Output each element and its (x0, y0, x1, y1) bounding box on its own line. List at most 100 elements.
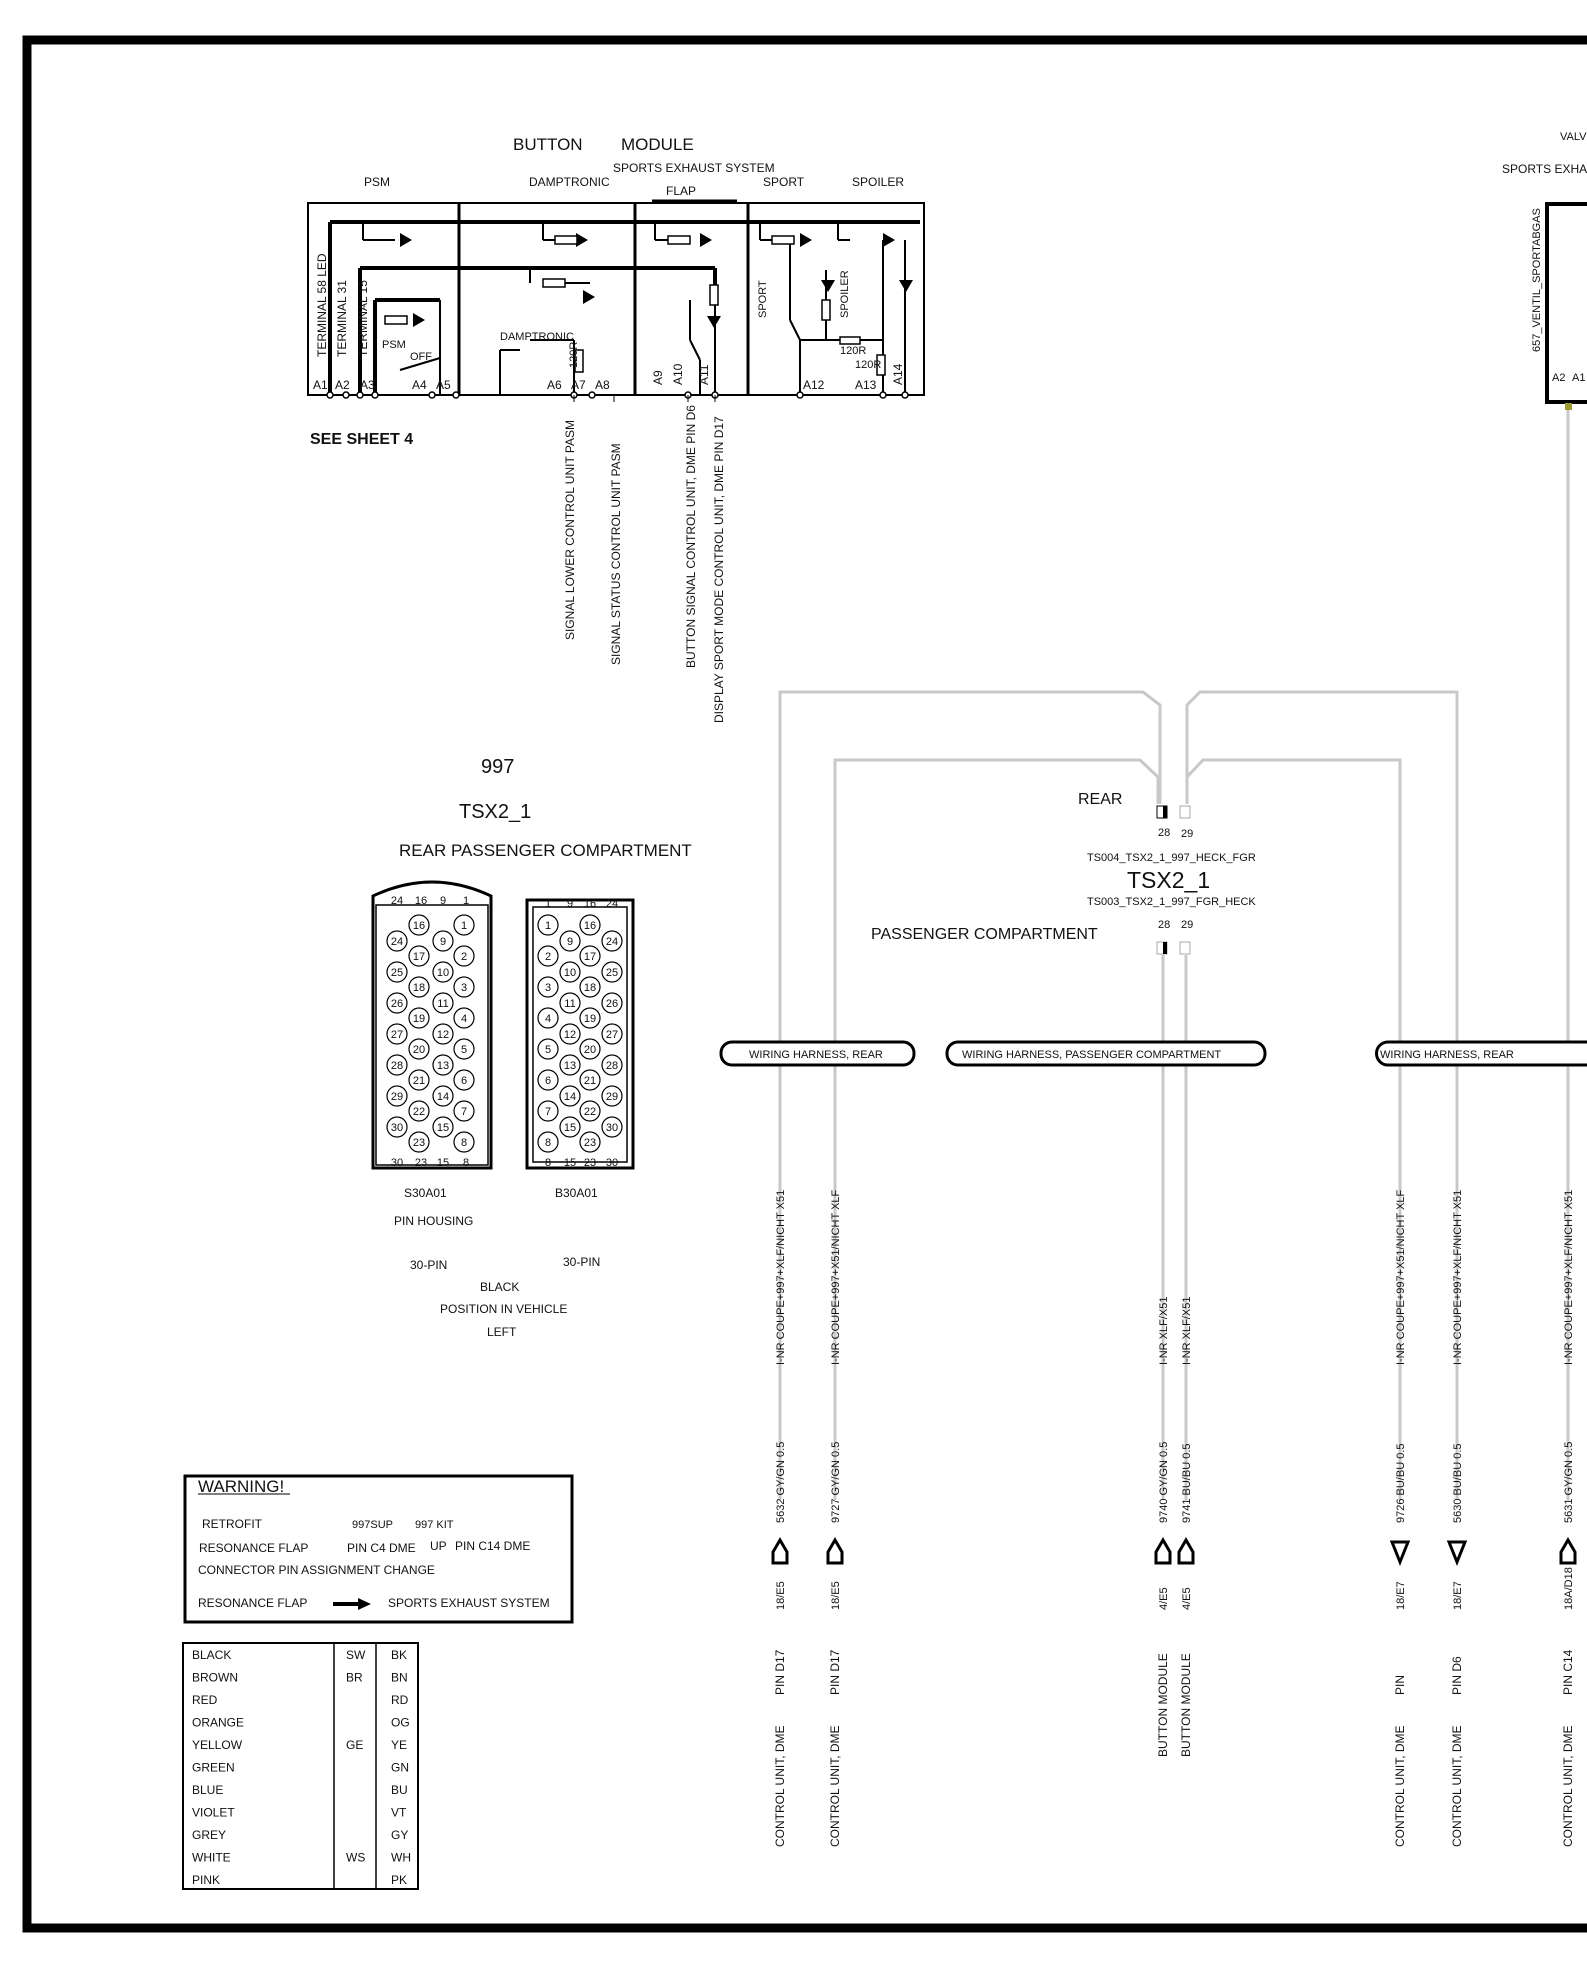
header-pin-number: 16 (415, 895, 427, 907)
button-module: BUTTON MODULE SPORTS EXHAUST SYSTEM PSM … (307, 135, 925, 723)
pin-number: 6 (461, 1075, 467, 1087)
pin-number: 3 (545, 982, 551, 994)
color-code-de: SW (346, 1648, 366, 1662)
pin-label-a4: A4 (412, 378, 427, 392)
wire-destination: CONTROL UNIT, DME (773, 1725, 787, 1847)
pin-number: 12 (437, 1029, 449, 1041)
housing-left-pins: 30-PIN (410, 1258, 447, 1272)
splice-connector: REAR 28 29 TS004_TSX2_1_997_HECK_FGR TSX… (871, 791, 1256, 955)
pin-28 (386, 1054, 408, 1076)
pin-20 (579, 1038, 601, 1060)
splice-pin-29-top: 29 (1181, 828, 1193, 840)
section-psm: PSM (364, 175, 390, 189)
pin-terminal-dot (371, 391, 379, 399)
pin-6 (453, 1069, 475, 1091)
valve-rot-label: 657_VENTIL_SPORTABGAS (1531, 208, 1543, 352)
pin-number: 21 (413, 1075, 425, 1087)
pin-10 (559, 961, 581, 983)
pin-number: 19 (413, 1013, 425, 1025)
wire-condition: I-NR COUPE+997+X51/NICHT XLF (830, 1189, 842, 1365)
color-name: GREEN (192, 1761, 235, 1775)
splice-name: TSX2_1 (1127, 867, 1210, 893)
pin-number: 14 (437, 1091, 449, 1103)
wire-pin: PIN D17 (773, 1649, 787, 1695)
housing-color: BLACK (480, 1280, 519, 1294)
pin-number: 15 (437, 1122, 449, 1134)
splice-pin-28-top: 28 (1158, 827, 1170, 839)
color-name: BROWN (192, 1671, 238, 1685)
module-subtitle: SPORTS EXHAUST SYSTEM (613, 161, 775, 175)
signal-label-1: SIGNAL LOWER CONTROL UNIT PASM (563, 420, 577, 640)
wire-ref: 4/E5 (1181, 1587, 1193, 1610)
pin-terminal-dot (901, 391, 909, 399)
wire-destination: BUTTON MODULE (1156, 1653, 1170, 1757)
pin-22 (579, 1100, 601, 1122)
wire-spec: 9727 GY/GN 0.5 (830, 1442, 842, 1523)
pin-number: 10 (437, 967, 449, 979)
wire-terminal (1154, 1537, 1172, 1565)
label-terminal-58: TERMINAL 58 LED (315, 253, 329, 357)
pin-number: 27 (391, 1029, 403, 1041)
pin-27 (601, 1023, 623, 1045)
pin-terminal-dot (452, 391, 460, 399)
pin-number: 10 (564, 967, 576, 979)
color-code-en: GN (391, 1761, 409, 1775)
color-code-en: BK (391, 1648, 407, 1662)
valve-component: VALV SPORTS EXHAU 657_VENTIL_SPORTABGAS … (1502, 131, 1587, 410)
header-pin-number: 9 (567, 898, 573, 910)
pin-number: 16 (413, 920, 425, 932)
splice-rear-label: REAR (1078, 791, 1122, 808)
pin-terminal-dot (796, 391, 804, 399)
pin-label-a7: A7 (571, 378, 586, 392)
color-name: VIOLET (192, 1806, 235, 1820)
pin-number: 8 (545, 1137, 551, 1149)
wire-spec: 5631 GY/GN 0.5 (1563, 1442, 1575, 1523)
wire-condition: I-NR COUPE+997+XLF/NICHT X51 (1452, 1190, 1464, 1365)
wire-condition: I-NR XLF/X51 (1158, 1297, 1170, 1365)
splice-code-top: TS004_TSX2_1_997_HECK_FGR (1087, 852, 1256, 864)
pin-label-a8: A8 (595, 378, 610, 392)
section-damptronic: DAMPTRONIC (529, 175, 610, 189)
pin-15 (559, 1116, 581, 1138)
footer-pin-number: 8 (463, 1157, 469, 1169)
wire-ref: 18/E7 (1452, 1581, 1464, 1610)
wire-spec: 9740 GY/GN 0.5 (1158, 1442, 1170, 1523)
pin-9 (559, 930, 581, 952)
connector-location: REAR PASSENGER COMPARTMENT (399, 841, 692, 860)
warning-change: CONNECTOR PIN ASSIGNMENT CHANGE (198, 1563, 435, 1577)
wire-ref: 18/E5 (830, 1581, 842, 1610)
harness-labels: WIRING HARNESS, REAR WIRING HARNESS, PAS… (719, 1040, 1587, 1067)
color-code-de: BR (346, 1671, 363, 1685)
pin-number: 4 (461, 1013, 467, 1025)
pin-terminal-dot (326, 391, 334, 399)
wire-terminal (1177, 1537, 1195, 1565)
wire-terminal (826, 1537, 844, 1565)
pin-label-a13: A13 (855, 378, 877, 392)
header-pin-number: 1 (463, 895, 469, 907)
pin-number: 15 (564, 1122, 576, 1134)
module-housing (307, 202, 925, 396)
section-spoiler: SPOILER (852, 175, 904, 189)
signal-label-3: BUTTON SIGNAL CONTROL UNIT, DME PIN D6 (684, 405, 698, 668)
header-pin-number: 16 (584, 898, 596, 910)
pin-5 (453, 1038, 475, 1060)
harness-label-2: WIRING HARNESS, PASSENGER COMPARTMENT (962, 1049, 1221, 1061)
wire-condition: I-NR COUPE+997+XLF/NICHT X51 (1563, 1190, 1575, 1365)
pin-1 (537, 914, 559, 936)
pin-number: 23 (584, 1137, 596, 1149)
splice-code-bottom: TS003_TSX2_1_997_FGR_HECK (1087, 896, 1256, 908)
pin-number: 11 (437, 998, 448, 1010)
pin-number: 7 (461, 1106, 467, 1118)
color-code-en: WH (391, 1851, 411, 1865)
label-terminal-31: TERMINAL 31 (335, 280, 349, 357)
footer-pin-number: 15 (564, 1157, 576, 1169)
pin-label-a2: A2 (335, 378, 350, 392)
pin-7 (453, 1100, 475, 1122)
color-code-en: BN (391, 1671, 408, 1685)
module-title-2: MODULE (621, 135, 694, 154)
wire-ref: 18/E7 (1395, 1581, 1407, 1610)
pin-number: 3 (461, 982, 467, 994)
pin-number: 25 (391, 967, 403, 979)
